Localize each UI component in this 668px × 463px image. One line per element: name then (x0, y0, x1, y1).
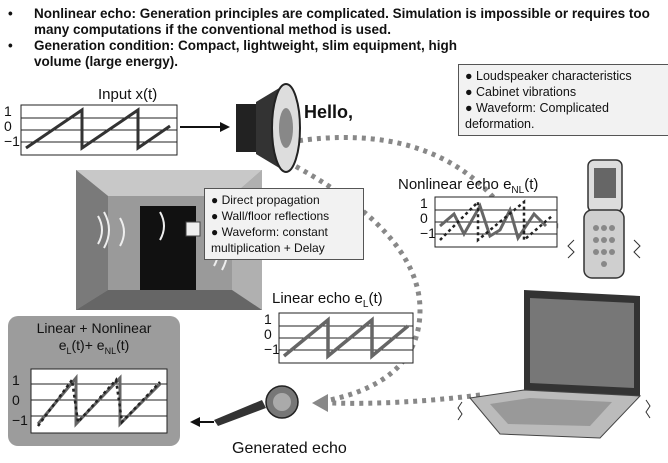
bullet-item: • Generation condition: Compact, lightwei… (8, 38, 478, 70)
callout-row: ● Waveform: constant multiplication + De… (211, 225, 328, 255)
bullet-marker: • (8, 6, 13, 21)
tick-label: 1 (420, 195, 428, 211)
title-subscript: L (362, 299, 369, 310)
title-text: (t)+ e (71, 337, 105, 353)
input-title: Input x(t) (98, 86, 158, 103)
title-subscript: NL (104, 345, 117, 356)
title-text: (t) (116, 337, 130, 353)
loudspeaker-icon (236, 83, 301, 173)
microphone-icon (190, 385, 299, 427)
title-text: eL(t)+ eNL(t) (18, 337, 170, 360)
tick-label: 0 (12, 392, 20, 408)
speaker-to-mic-path (278, 155, 423, 403)
title-subscript: NL (511, 185, 525, 196)
title-text: Linear echo e (272, 290, 363, 307)
callout-text: Wall/floor reflections (221, 209, 330, 223)
bullet-text: Nonlinear echo: Generation principles ar… (34, 6, 650, 37)
laptop-icon (457, 290, 651, 439)
title-subscript: L (66, 345, 72, 356)
callout-text: Waveform: constant multiplication + Dela… (211, 225, 328, 255)
callout-row: ● Wall/floor reflections (211, 209, 330, 223)
title-text: (t) (368, 290, 383, 307)
nonlinear-title: Nonlinear echo eNL(t) (398, 176, 538, 196)
combined-dotted-wave (36, 376, 161, 427)
tick-label: 1 (4, 103, 12, 119)
callout-row: ● Cabinet vibrations (465, 85, 577, 99)
title-text: e (58, 337, 67, 353)
tick-label: 1 (12, 372, 20, 388)
tick-label: 0 (4, 118, 12, 134)
callout-row: ● Loudspeaker characteristics (465, 69, 632, 83)
bullet-list: • Nonlinear echo: Generation principles a… (8, 6, 658, 70)
tick-label: 0 (420, 210, 428, 226)
linear-title: Linear echo eL(t) (272, 290, 383, 310)
nonlinear-plot (434, 196, 558, 248)
title-text: (t) (524, 176, 539, 193)
room-note-callout: ● Direct propagation ● Wall/floor reflec… (204, 188, 364, 260)
input-waveform (25, 107, 171, 151)
laptop-to-mic-path (329, 392, 481, 406)
bullet-text: Generation condition: Compact, lightweig… (34, 38, 458, 69)
callout-text: Waveform: Complicated deformation. (465, 101, 609, 131)
tick-label: 0 (264, 326, 272, 342)
nonlinear-waveform (439, 202, 548, 242)
tick-label: −1 (12, 412, 28, 428)
title-text: Nonlinear echo e (398, 176, 512, 193)
linear-plot (278, 312, 414, 364)
speaker-note-callout: ● Loudspeaker characteristics ● Cabinet … (458, 64, 668, 136)
callout-row: ● Direct propagation (211, 193, 320, 207)
callout-text: Cabinet vibrations (476, 85, 577, 99)
callout-text: Loudspeaker characteristics (476, 69, 632, 83)
mobile-phone-icon (567, 159, 641, 279)
generated-echo-caption: Generated echo (232, 440, 347, 457)
combined-title: Linear + Nonlinear eL(t)+ eNL(t) (18, 320, 170, 360)
combined-plot (30, 368, 168, 434)
nonlinear-ticks: 1 0 −1 (420, 196, 436, 241)
speech-text: Hello, (304, 102, 354, 122)
callout-row: ● Waveform: Complicated deformation. (465, 101, 609, 131)
bullet-marker: • (8, 38, 13, 53)
tick-label: −1 (420, 225, 436, 241)
combined-ticks: 1 0 −1 (12, 370, 28, 430)
input-ticks: 1 0 −1 (4, 104, 20, 149)
title-text: Linear + Nonlinear (36, 320, 152, 336)
tick-label: −1 (264, 341, 280, 357)
linear-ticks: 1 0 −1 (264, 312, 280, 357)
tick-label: −1 (4, 133, 20, 149)
tick-label: 1 (264, 311, 272, 327)
input-arrowhead (220, 122, 230, 132)
bullet-item: • Nonlinear echo: Generation principles a… (8, 6, 658, 38)
nonlinear-dotted-wave (439, 198, 553, 243)
input-plot (20, 104, 178, 156)
callout-text: Direct propagation (221, 193, 320, 207)
arrowhead-mic (312, 394, 328, 412)
linear-waveform (282, 316, 410, 360)
